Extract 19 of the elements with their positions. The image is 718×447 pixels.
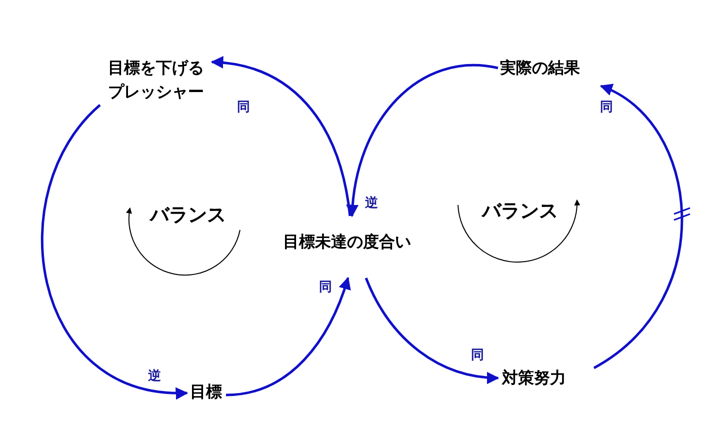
edge-label: 同 [236,100,251,115]
loop-label: バランス [482,199,558,224]
node-label: 対策努力 [502,366,568,390]
edge-label: 同 [318,280,333,295]
edge-label: 同 [599,100,614,115]
edge-label: 同 [470,348,485,363]
arrow [364,278,500,384]
loop-label: バランス [150,203,226,228]
node-label: 目標を下げるプレッシャー [108,56,206,104]
arrow [593,84,684,370]
edge-label: 逆 [364,196,379,211]
arrow [210,56,352,216]
node-label: 目標 [190,380,224,404]
arrow [226,276,350,396]
node-label: 実際の結果 [500,56,582,80]
node-label: 目標未達の度合い [283,230,413,254]
arrow [41,104,188,398]
arrow [346,64,498,218]
edge-label: 逆 [147,369,162,384]
